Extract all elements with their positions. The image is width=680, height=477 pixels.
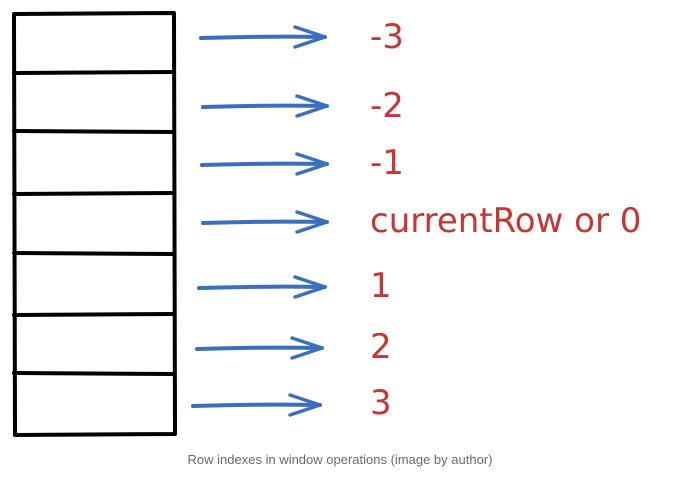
- row-divider: [12, 251, 176, 256]
- row-cell: [14, 72, 174, 132]
- arrow-icon: [197, 275, 327, 299]
- row-index-label: -2: [370, 86, 404, 126]
- arrow-group: [191, 25, 329, 417]
- row-stack: [12, 11, 177, 437]
- row-cell: [14, 14, 174, 72]
- row-divider: [12, 70, 176, 75]
- arrow-icon: [201, 94, 329, 118]
- label-group: -3 -2 -1 currentRow or 0 1 2 3: [370, 17, 641, 423]
- arrow-icon: [201, 210, 329, 234]
- row-divider: [12, 312, 176, 317]
- row-index-label: 1: [370, 266, 392, 306]
- row-cell: [14, 193, 174, 254]
- arrow-icon: [199, 25, 327, 49]
- row-cell: [14, 374, 174, 434]
- row-divider: [12, 371, 176, 376]
- row-cell: [14, 132, 174, 193]
- row-index-diagram: -3 -2 -1 currentRow or 0 1 2 3: [12, 11, 641, 437]
- arrow-icon: [200, 152, 329, 176]
- row-index-label: -3: [370, 17, 404, 57]
- arrow-icon: [191, 393, 322, 417]
- row-stack-outline: [12, 11, 177, 437]
- row-index-label: -1: [370, 143, 404, 183]
- figure-caption: Row indexes in window operations (image …: [187, 452, 493, 467]
- row-cell: [14, 254, 174, 314]
- row-index-label: 3: [370, 383, 392, 423]
- row-divider: [12, 129, 176, 134]
- arrow-icon: [195, 336, 324, 360]
- row-index-label: 2: [370, 327, 392, 367]
- row-index-label: currentRow or 0: [370, 201, 641, 241]
- row-divider: [12, 191, 176, 196]
- row-cell: [14, 314, 174, 374]
